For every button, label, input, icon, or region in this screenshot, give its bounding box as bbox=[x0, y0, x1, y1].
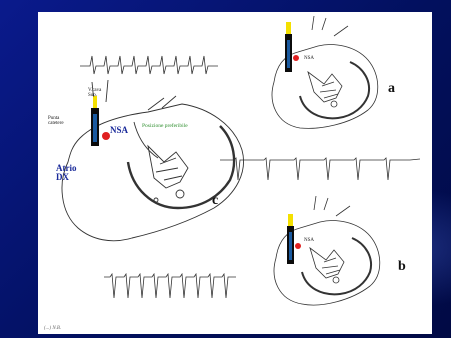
catheter-tip-top bbox=[286, 22, 291, 34]
ecg-trace-b bbox=[104, 274, 236, 298]
figure-panel: NSA a V.cava Sup. Punta catetere NSA Pos… bbox=[38, 12, 432, 334]
atrium-label: Atrio DX bbox=[56, 164, 77, 183]
preferred-position-label: Posizione preferibile bbox=[142, 124, 188, 130]
sinus-node-bottom bbox=[295, 243, 301, 249]
sino-label-top: NSA bbox=[304, 56, 314, 61]
panel-letter-a: a bbox=[388, 82, 395, 96]
catheter-inner-bottom bbox=[289, 232, 292, 260]
ecg-trace-a bbox=[80, 56, 218, 74]
panel-letter-c: c bbox=[212, 194, 218, 208]
heart-diagram-left bbox=[62, 80, 244, 241]
panel-letter-b: b bbox=[398, 260, 406, 274]
sinus-node-left bbox=[102, 132, 110, 140]
catheter-tip-label: Punta catetere bbox=[48, 116, 64, 127]
catheter-tip-bottom bbox=[288, 214, 293, 226]
vena-cava-label: V.cava Sup. bbox=[88, 88, 101, 99]
sino-label-bottom: NSA bbox=[304, 238, 314, 243]
catheter-inner-top bbox=[287, 40, 290, 68]
sinus-node-top bbox=[293, 55, 299, 61]
footer-text: (...) N.B. bbox=[44, 326, 61, 331]
ecg-trace-c bbox=[220, 158, 420, 180]
sino-label-left: NSA bbox=[110, 126, 128, 135]
catheter-inner-left bbox=[93, 114, 97, 142]
figure-drawing bbox=[38, 12, 432, 334]
